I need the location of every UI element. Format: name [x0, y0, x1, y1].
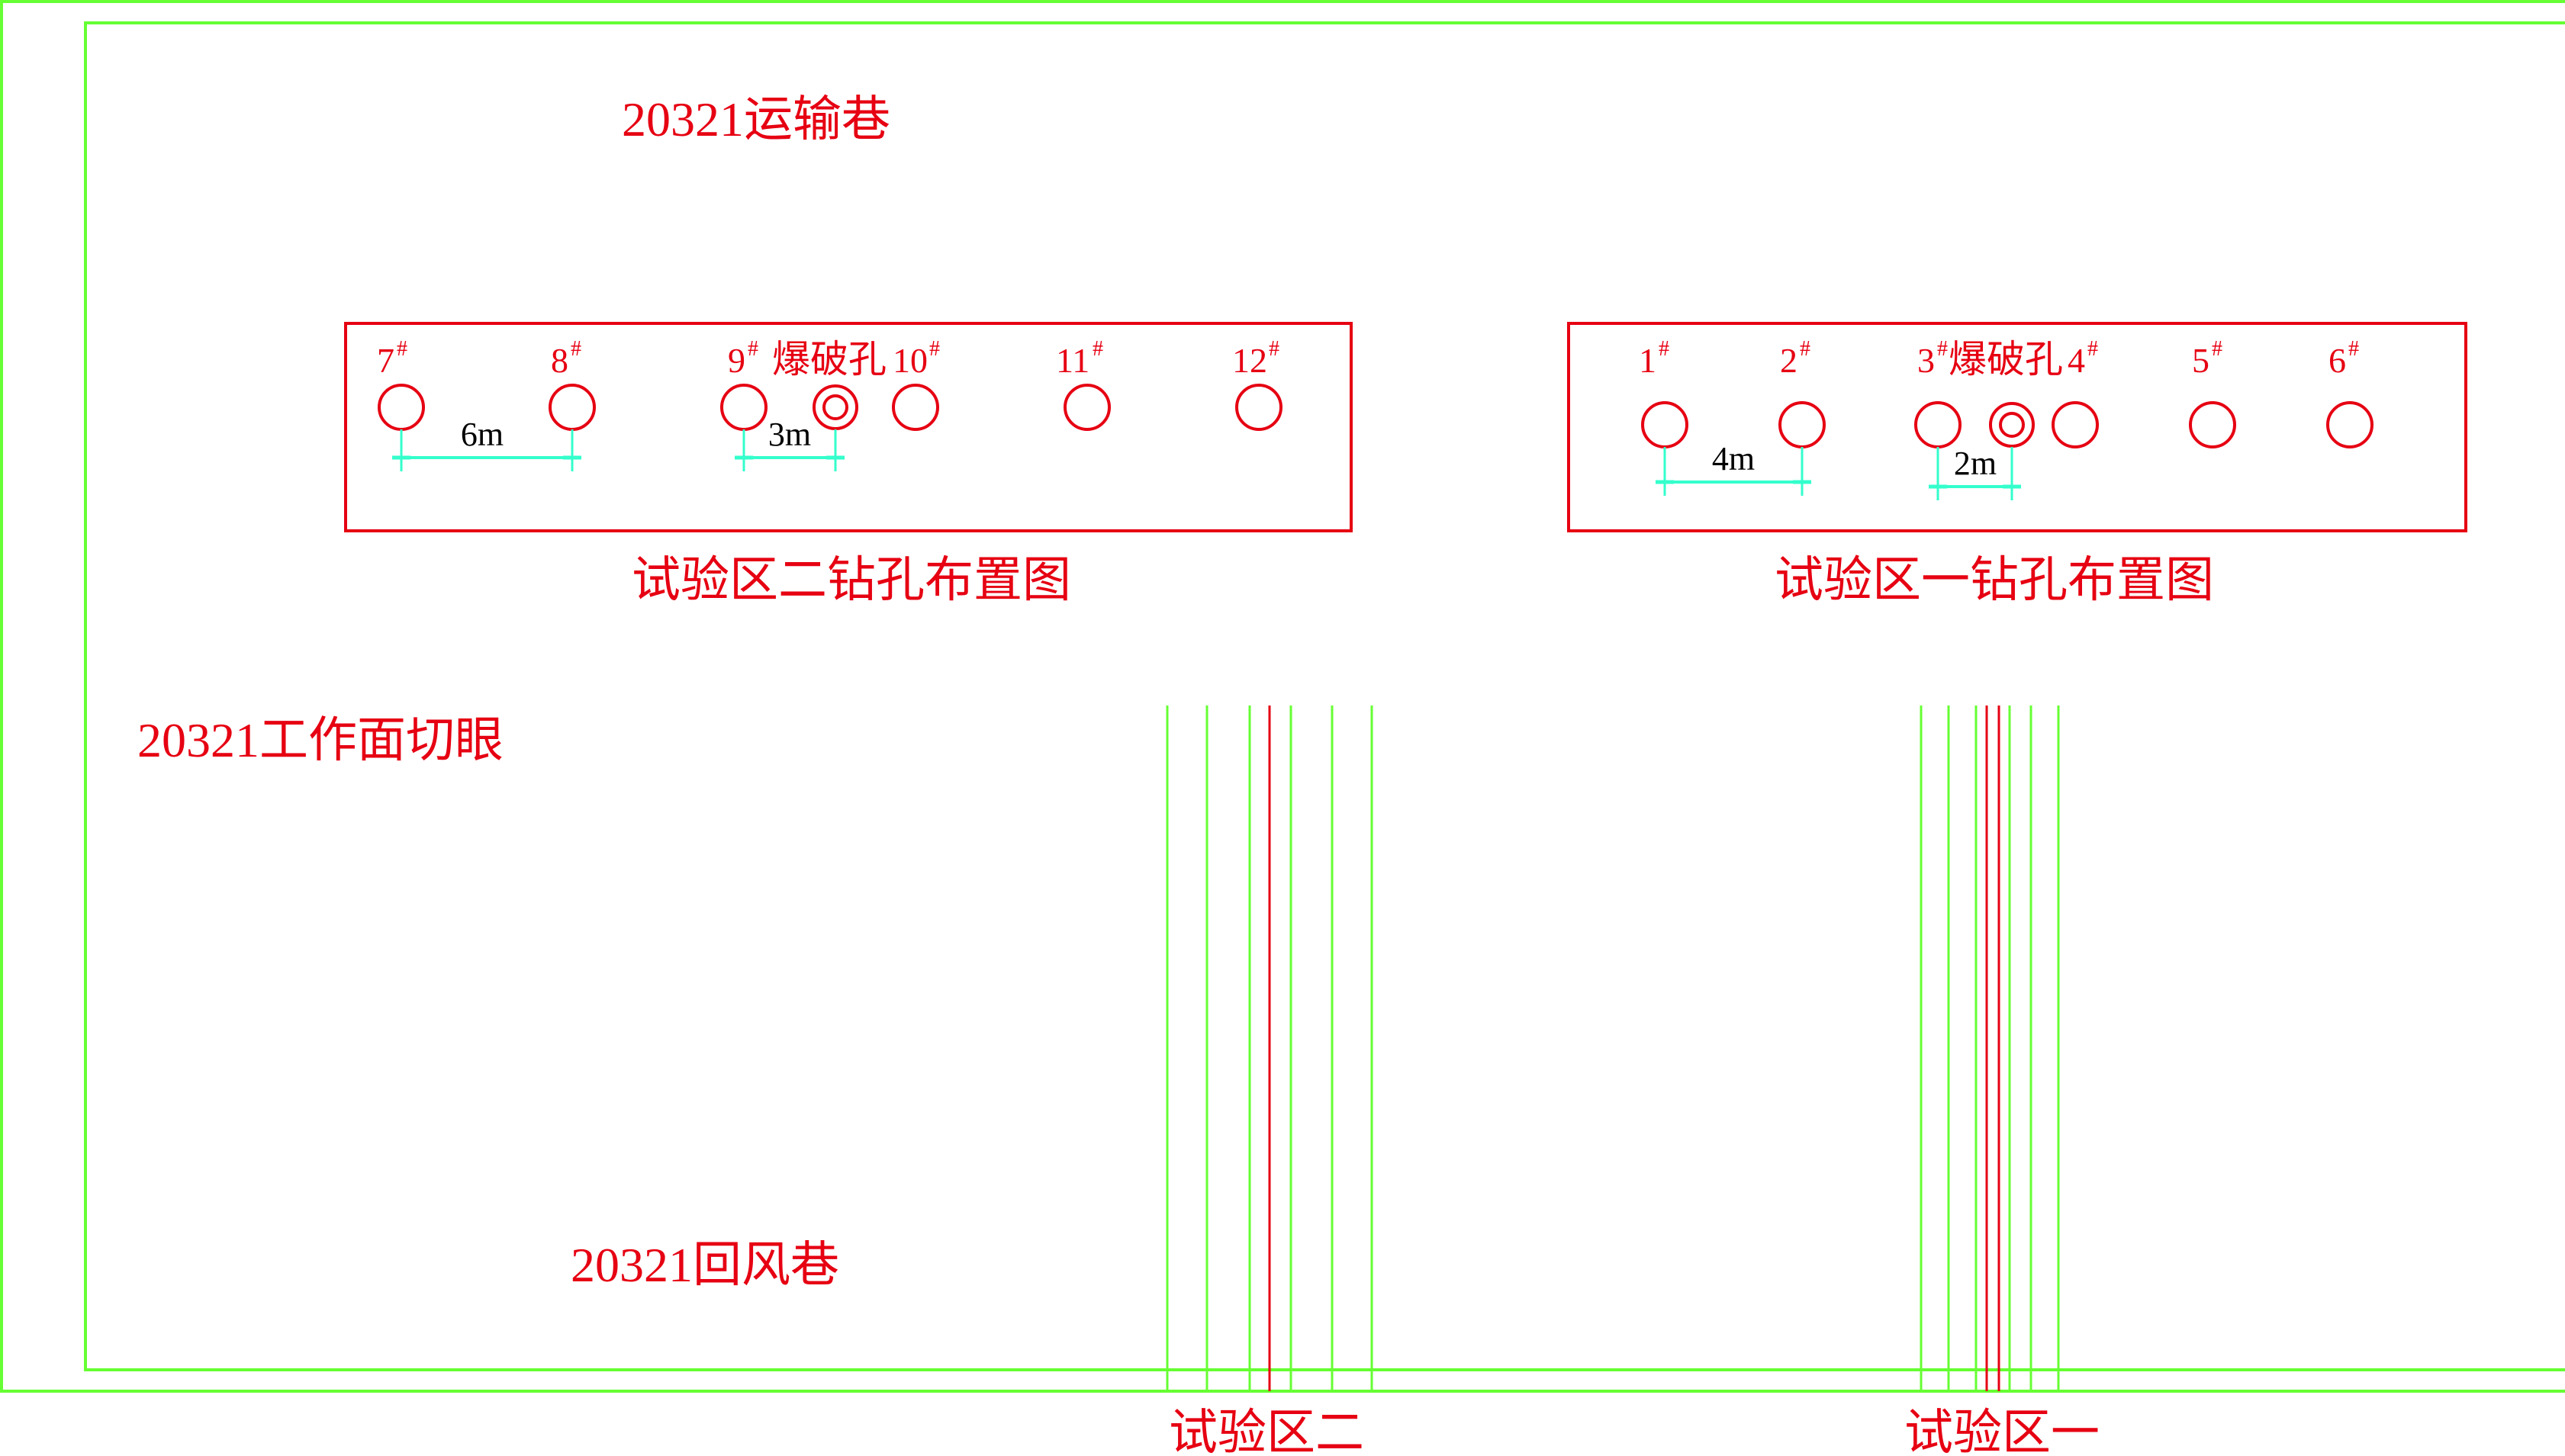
zone1-bottom-label: 试验区一: [1904, 1406, 2100, 1456]
borehole-label-11: 11: [1056, 341, 1089, 380]
zone2-blast-label: 爆破孔: [772, 338, 887, 381]
frame-borders: [0, 0, 2565, 1393]
borehole-label-2: 2: [1780, 341, 1797, 380]
cut-eye-label: 20321工作面切眼: [137, 713, 504, 767]
borehole-label-12: 12: [1232, 341, 1267, 380]
transport-roadway-label: 20321运输巷: [622, 92, 890, 146]
return-roadway-label: 20321回风巷: [571, 1238, 839, 1292]
borehole-5: [2189, 401, 2236, 448]
dimension-6m: 6m: [392, 416, 581, 471]
borehole-9: [720, 384, 768, 431]
borehole-label-1: 1: [1639, 341, 1656, 380]
borehole-sup-2: #: [1800, 337, 1810, 361]
borehole-label-6: 6: [2328, 341, 2346, 380]
outer-border: [0, 0, 2565, 1393]
borehole-4: [2052, 401, 2099, 448]
dimension-text: 3m: [768, 416, 811, 453]
borehole-label-10: 10: [893, 341, 928, 380]
inner-border: [84, 21, 2565, 1371]
zone1-blast-label: 爆破孔: [1949, 338, 2063, 381]
borehole-11: [1064, 384, 1111, 431]
borehole-label-4: 4: [2068, 341, 2085, 380]
zone1-vertical-lines: [1920, 706, 2060, 1391]
dimension-2m: 2m: [1929, 445, 2021, 500]
borehole-10: [892, 384, 939, 431]
borehole-sup-3: #: [1937, 337, 1948, 361]
zone1-title: 试验区一钻孔布置图: [1775, 553, 2214, 607]
dimension-4m: 4m: [1656, 440, 1811, 496]
zone2-vertical-lines: [1166, 706, 1373, 1391]
borehole-label-9: 9: [728, 341, 745, 380]
borehole-sup-7: #: [397, 337, 407, 361]
borehole-2: [1778, 401, 1826, 448]
borehole-sup-5: #: [2212, 337, 2222, 361]
borehole-label-8: 8: [551, 341, 568, 380]
borehole-sup-6: #: [2348, 337, 2359, 361]
borehole-label-7: 7: [377, 341, 394, 380]
dimension-text: 6m: [461, 416, 504, 453]
borehole-1: [1641, 401, 1688, 448]
borehole-sup-12: #: [1269, 337, 1279, 361]
borehole-6: [2326, 401, 2374, 448]
borehole-7: [378, 384, 425, 431]
borehole-3: [1914, 401, 1962, 448]
borehole-label-5: 5: [2192, 341, 2209, 380]
zone1-box: [1567, 322, 2467, 532]
borehole-sup-10: #: [929, 337, 940, 361]
blast-hole-inner: [822, 394, 848, 420]
dimension-text: 2m: [1954, 445, 1997, 482]
blast-hole-outer: [1989, 402, 2035, 448]
zone2-bottom-label: 试验区二: [1169, 1406, 1364, 1456]
dimension-text: 4m: [1712, 440, 1755, 477]
borehole-sup-11: #: [1093, 337, 1103, 361]
dimension-3m: 3m: [735, 416, 845, 471]
borehole-sup-9: #: [748, 337, 758, 361]
borehole-label-3: 3: [1917, 341, 1935, 380]
borehole-12: [1235, 384, 1282, 431]
zone2-title: 试验区二钻孔布置图: [632, 553, 1071, 607]
zone2-box: [344, 322, 1353, 532]
borehole-8: [549, 384, 596, 431]
blast-hole-inner: [1999, 412, 2025, 438]
borehole-sup-8: #: [571, 337, 581, 361]
borehole-sup-1: #: [1659, 337, 1669, 361]
blast-hole-outer: [813, 384, 858, 430]
borehole-sup-4: #: [2087, 337, 2098, 361]
